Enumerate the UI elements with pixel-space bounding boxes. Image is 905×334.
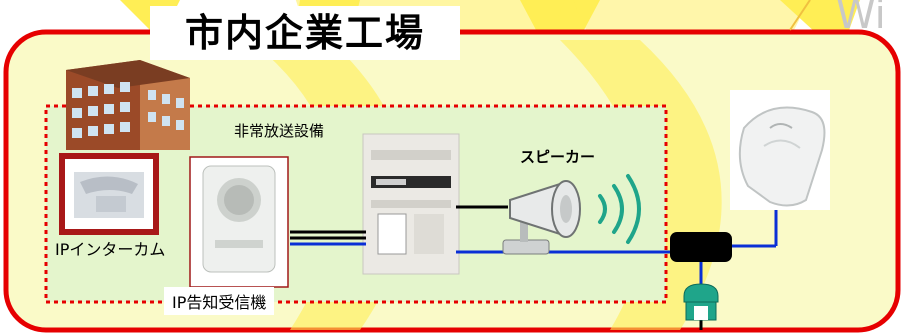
- emergency-broadcast-label: 非常放送設備: [234, 122, 325, 140]
- emergency-broadcast-rack: [362, 133, 460, 275]
- sound-wave-icon: [598, 174, 641, 244]
- ip-receiver-device: [189, 156, 289, 288]
- ip-receiver-label: IP告知受信機: [164, 287, 275, 315]
- wiring: [290, 200, 778, 330]
- speaker-label: スピーカー: [520, 148, 596, 166]
- speaker-icon: [502, 180, 581, 255]
- network-switch-icon: [670, 232, 732, 262]
- factory-title: 市内企業工場: [150, 6, 460, 60]
- decor-line: [789, 0, 811, 31]
- ip-intercom-device: [59, 153, 159, 235]
- antenna-connector-icon: [683, 283, 719, 321]
- ip-intercom-label: IPインターカム: [55, 240, 166, 259]
- wifi-text-fragment: Wi: [836, 0, 886, 38]
- building-icon: [66, 60, 190, 150]
- wifi-access-point-icon: [730, 90, 830, 210]
